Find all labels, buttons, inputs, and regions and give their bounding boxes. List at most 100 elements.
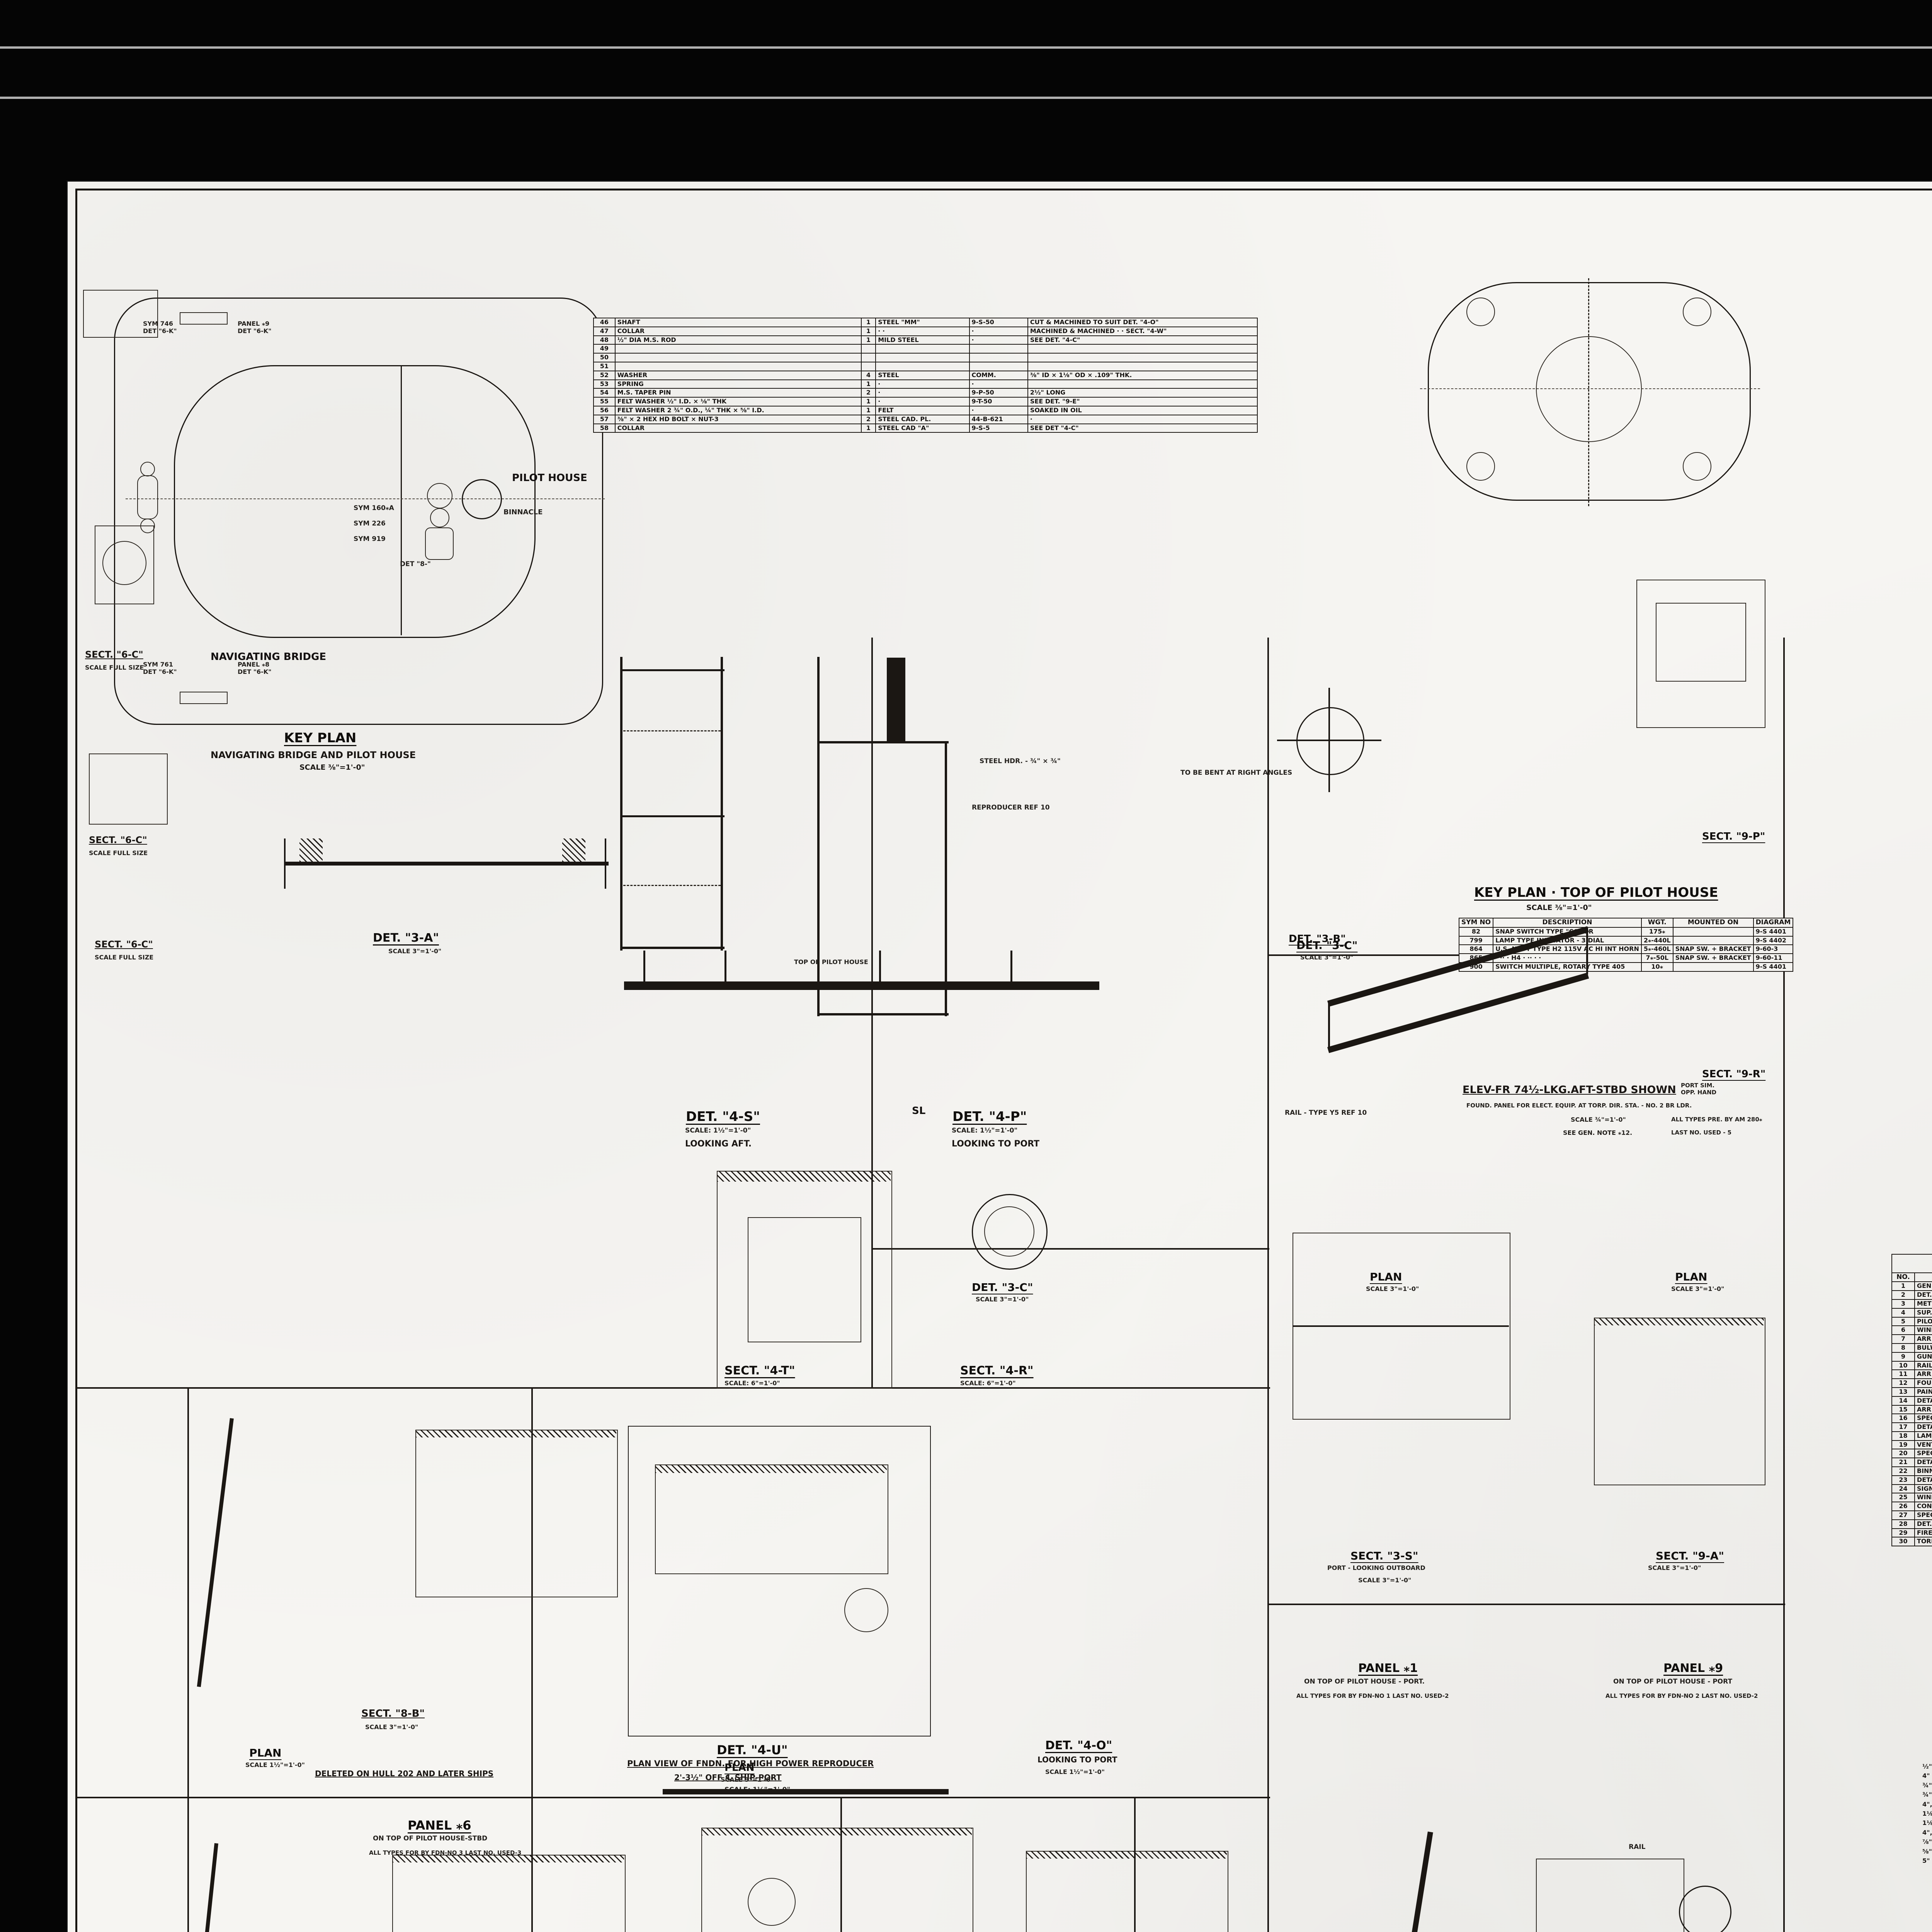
divider-vert-b: [531, 1387, 533, 1932]
cell: 9-60-3: [1753, 944, 1794, 954]
label-top-of-pilot-house: TOP OF PILOT HOUSE: [794, 958, 868, 966]
cell: [875, 361, 970, 371]
sect-9r-label: SECT. "9-R": [1702, 1068, 1766, 1080]
cell: SOAKED IN OIL: [1027, 405, 1258, 415]
cell: ·: [969, 335, 1028, 345]
det-4p-label: DET. "4-P": [952, 1109, 1027, 1124]
cell: ½" DIA M.S. ROD: [614, 335, 862, 345]
cell: WASHER: [614, 370, 862, 380]
label-steel-hdr: STEEL HDR. - ¾" × ¾": [980, 757, 1061, 765]
cell: 9-S 4402: [1753, 935, 1794, 946]
sect-3s-sub: PORT - LOOKING OUTBOARD: [1327, 1564, 1425, 1571]
elev-block-note-right: PORT SIM. OPP. HAND: [1681, 1082, 1717, 1096]
cell: [614, 344, 862, 354]
cell: 18: [1891, 1431, 1915, 1441]
det-3c-2-label: DET. "3-C": [1296, 939, 1358, 952]
cell: [861, 344, 876, 354]
elev-block-sub2: SCALE ¾"=1'-0": [1571, 1116, 1626, 1123]
upper-left-detail-box: [83, 290, 158, 338]
sect-9p-label: SECT. "9-P": [1702, 831, 1765, 842]
bom-top-row: 49: [593, 344, 1258, 354]
sheet-border-left: [75, 189, 77, 1932]
det-3c-circle-outer: [972, 1194, 1048, 1270]
cell: 4: [861, 370, 876, 380]
cell: 10: [1891, 1361, 1915, 1371]
reference-row: 17DETAILS OF CABLE - TYPES44-S-6801: [1891, 1422, 1932, 1432]
cell: 799: [1458, 935, 1494, 946]
cell: SPEC. FOR AL. ALLOY - WELDING: [1914, 1413, 1932, 1423]
cell: [1027, 353, 1258, 362]
det-3c-scale: SCALE 3"=1'-0": [976, 1296, 1029, 1303]
cell: 16: [1891, 1413, 1915, 1423]
cell: ·: [1027, 414, 1258, 424]
panel4-rail: [663, 1789, 949, 1794]
det-4o-scale: SCALE 1½"=1'-0": [1045, 1768, 1105, 1776]
cell: 3: [1891, 1299, 1915, 1309]
cell: 5: [1891, 1316, 1915, 1327]
sheet-border-top: [75, 189, 1932, 190]
material-note-1: ½" AL. ∠ R. MARKED AA-8: [1922, 1763, 1932, 1770]
key-plan-port-circ-a: [140, 462, 155, 476]
divider-vert-c: [840, 1797, 842, 1932]
frame-post-a: [620, 657, 622, 951]
det-4s-label: DET. "4-S": [686, 1109, 760, 1124]
sect-6c-circle: [102, 541, 146, 585]
sect-6c-scale: SCALE FULL SIZE: [85, 664, 144, 671]
film-edge-rule-top: [0, 46, 1932, 49]
cell: 1: [1891, 1281, 1915, 1291]
det-3a-plate: [284, 862, 609, 866]
reference-row: 8BULWARK ON NAV. BRIDGE· -11070-23401643…: [1891, 1343, 1932, 1353]
cell: COLLAR: [614, 423, 862, 433]
det-4o-label: DET. "4-O": [1045, 1739, 1112, 1752]
key-plan-subtitle: NAVIGATING BRIDGE AND PILOT HOUSE: [211, 750, 416, 760]
cell: DETAILS OF TOP OF PILOT HOUSE: [1914, 1458, 1932, 1468]
cell: FOUNDATION FOR S.L. PLATFORM: [1914, 1378, 1932, 1388]
label-binnacle: BINNACLE: [503, 508, 543, 516]
det-3a-scale: SCALE 3"=1'-0": [388, 947, 442, 955]
cell: 2: [861, 388, 876, 398]
cell: STEEL: [875, 370, 970, 380]
material-note-11: 5" R · ·: [1922, 1857, 1932, 1864]
elev-rail-end-l: [1328, 1002, 1330, 1048]
cell: 51: [593, 361, 616, 371]
cell: 53: [593, 379, 616, 389]
cell: [1672, 935, 1754, 946]
cell: 1: [861, 318, 876, 327]
det-4sp-leg-c: [879, 951, 881, 982]
key-plan-panel8-stub: [180, 692, 228, 704]
panel7-hatch: [392, 1855, 624, 1862]
sect-3s-label: SECT. "3-S": [1350, 1549, 1418, 1562]
cell: 2: [1891, 1290, 1915, 1300]
material-note-2: 4" ∠ · BSG-4: [1922, 1772, 1932, 1780]
cell: 9-P-50: [969, 388, 1028, 398]
cell: ·: [875, 379, 970, 389]
callout-sym-919: SYM 919: [354, 535, 386, 543]
cell: 7⁎-50L: [1641, 953, 1673, 963]
sect-6c-lower-box: [89, 753, 168, 825]
det-4sp-leg-d: [1010, 951, 1012, 982]
plan-a-label: PLAN: [1370, 1270, 1402, 1283]
cell: ⅜" × 2 HEX HD BOLT × NUT-3: [614, 414, 862, 424]
cell: SPEC. FOR RUBBER GASKETS: [1914, 1510, 1932, 1520]
cell: 58: [593, 423, 616, 433]
cell: 5⁎-460L: [1641, 944, 1673, 954]
det-4sp-plate: [624, 981, 1099, 990]
cell: ·: [969, 379, 1028, 389]
panel4-box: [701, 1828, 973, 1932]
cell: SNAP SW. + BRACKET: [1672, 944, 1754, 954]
det-8c-rail-label: RAIL: [1629, 1843, 1646, 1851]
material-note-6: 1⅛", ¾" AL. ∠ PD. CUT FROM ¾" AL. ∠ MKD.…: [1922, 1810, 1932, 1817]
top-plan-centerline-h: [1420, 388, 1760, 389]
bom-top-row: 51: [593, 361, 1258, 371]
divider-vert-h: [1783, 638, 1785, 1932]
cell: 9-S 4401: [1753, 962, 1794, 972]
